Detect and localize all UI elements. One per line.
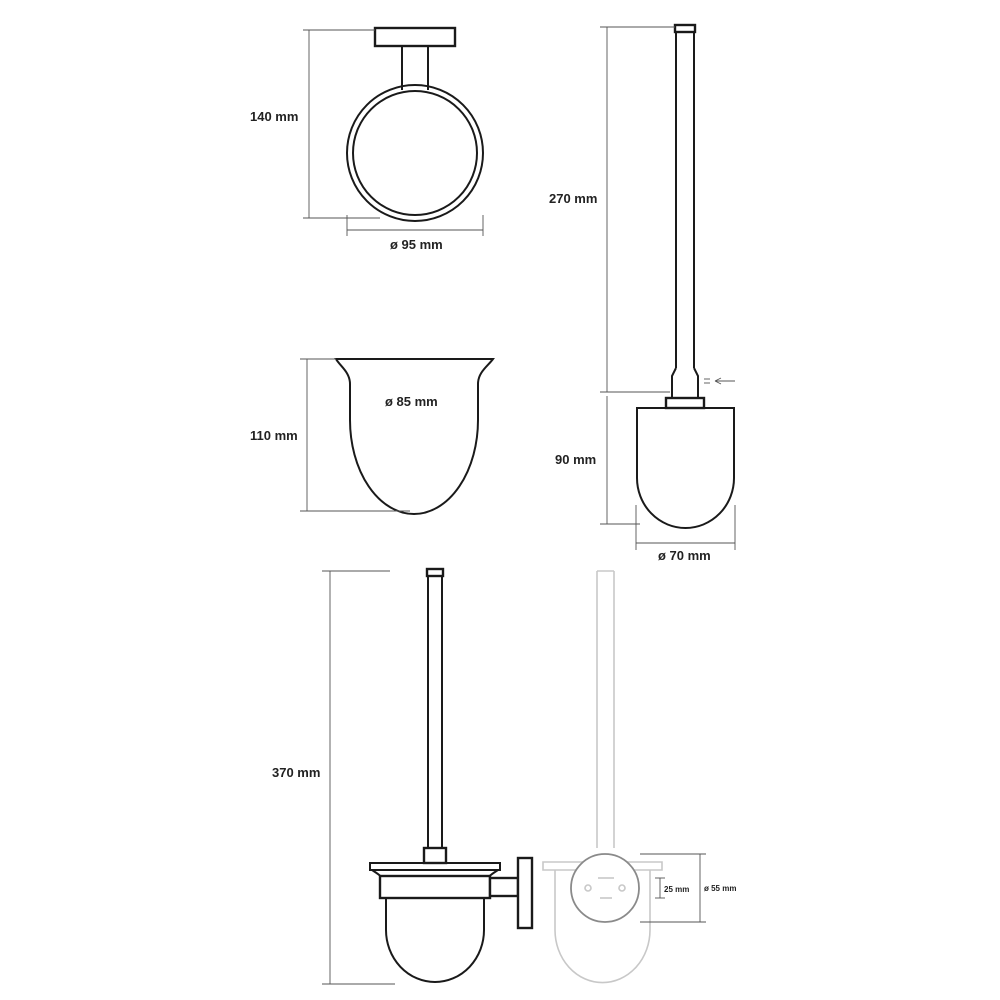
ring-wall-plate <box>373 26 457 48</box>
assembled-cup-band <box>378 874 492 900</box>
front-glass-cup <box>554 870 651 984</box>
brush-handle-collar <box>671 367 699 399</box>
brush-head <box>636 407 735 529</box>
assembled-tray-rim <box>369 862 501 871</box>
mount-diameter-label: ø 55 mm <box>704 884 736 893</box>
total-height-label: 370 mm <box>272 765 320 780</box>
brush-handle-cap <box>673 23 697 34</box>
brush-view: 270 mm 90 mm ø 70 mm <box>549 23 736 563</box>
ring-outer <box>346 84 484 222</box>
brush-head-diameter-label: ø 70 mm <box>658 548 711 563</box>
assembled-front-view: 25 mm ø 55 mm <box>542 570 736 984</box>
brush-neck <box>664 396 706 410</box>
assembled-side-view: 370 mm <box>272 567 534 985</box>
ring-inner <box>352 90 478 216</box>
front-wall-disc <box>570 853 640 923</box>
assembled-collar <box>422 846 448 865</box>
assembled-mount-arm <box>488 876 520 898</box>
ring-height-label: 140 mm <box>250 109 298 124</box>
ring-holder-view: 140 mm ø 95 mm <box>250 26 484 252</box>
front-screw-right <box>618 884 626 892</box>
front-screw-left <box>584 884 592 892</box>
glass-cup-view: 110 mm ø 85 mm <box>250 358 495 515</box>
assembled-glass-cup <box>385 898 485 983</box>
ring-diameter-label: ø 95 mm <box>390 237 443 252</box>
brush-head-height-label: 90 mm <box>555 452 596 467</box>
cup-outline <box>334 358 495 515</box>
mount-depth-label: 25 mm <box>664 885 689 894</box>
cup-diameter-label: ø 85 mm <box>385 394 438 409</box>
handle-length-label: 270 mm <box>549 191 597 206</box>
assembled-handle-cap <box>425 567 445 578</box>
cup-height-label: 110 mm <box>250 428 298 443</box>
assembled-wall-plate <box>516 856 534 930</box>
